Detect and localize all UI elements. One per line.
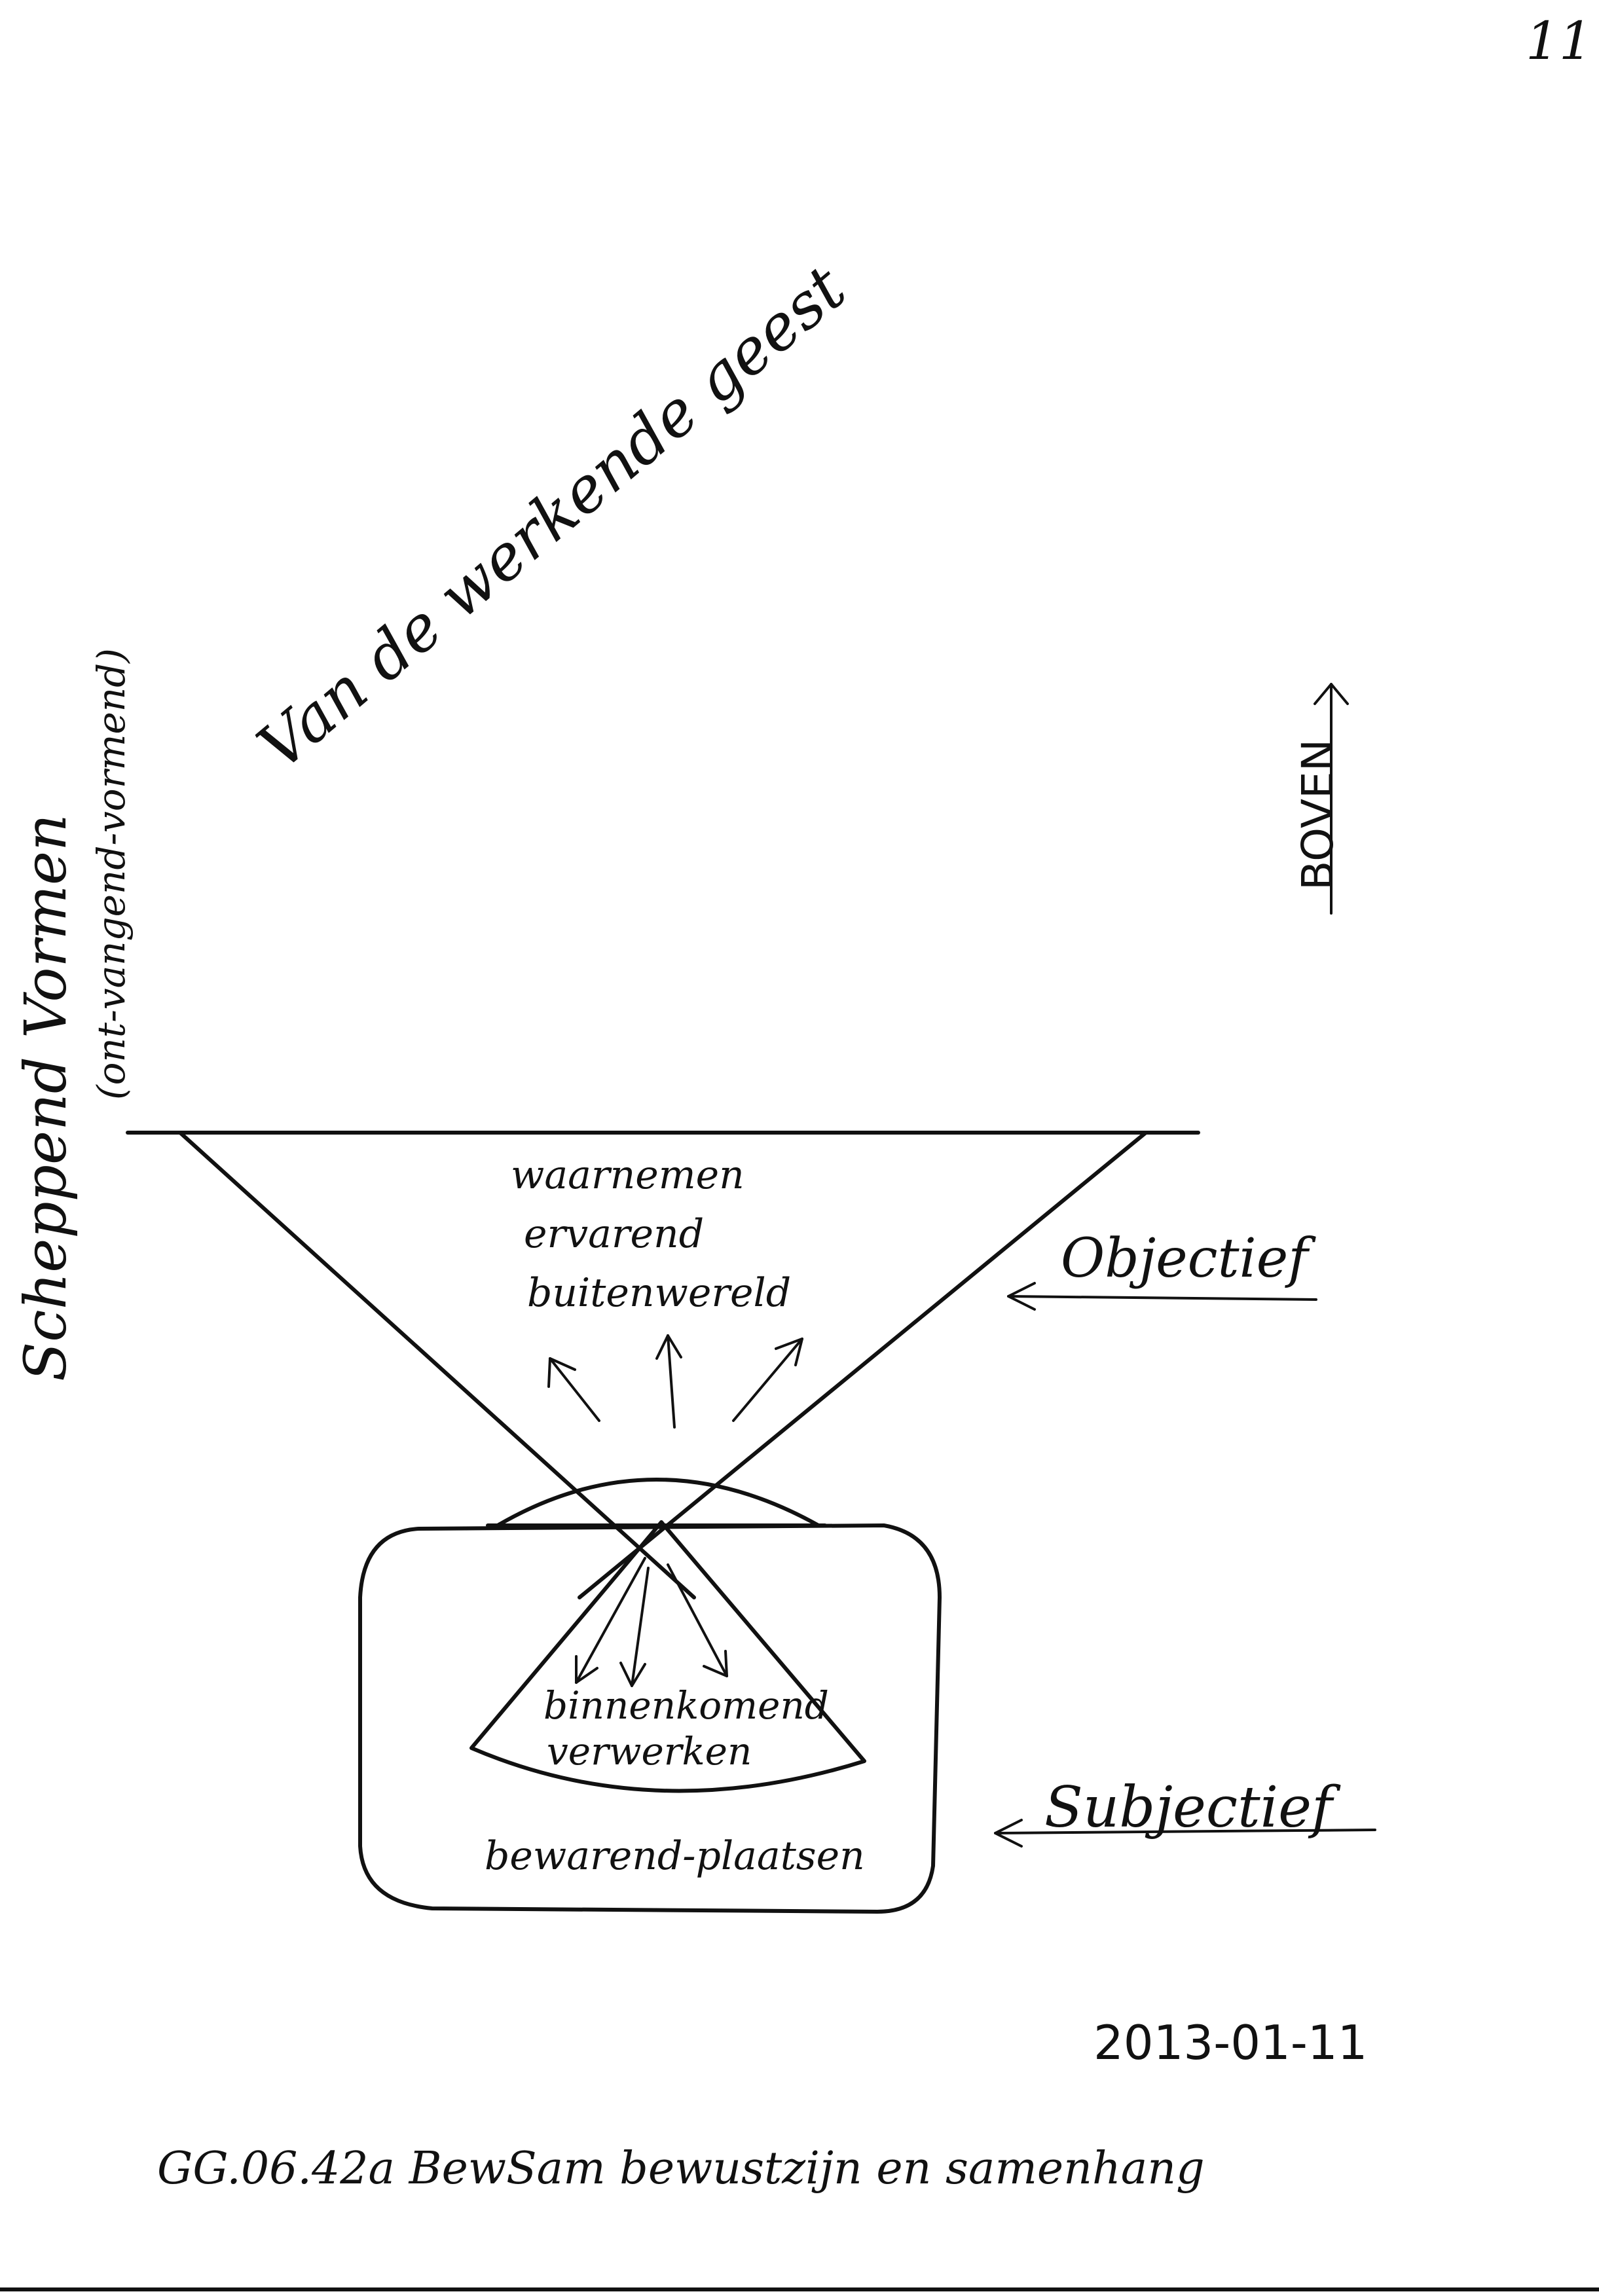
triangle-text-experiencing: ervarend [524, 1211, 704, 1257]
inner-sector [469, 1520, 866, 1793]
box-text-preserving: bewarend-plaatsen [485, 1833, 865, 1879]
date: 2013-01-11 [1094, 2015, 1367, 2070]
sector-text-processing: verwerken [547, 1729, 752, 1774]
direction-indicator: BOVEN [1293, 683, 1349, 915]
outward-arrows [547, 1334, 803, 1429]
objective-label: Objectief [1061, 1228, 1316, 1290]
dome-arc [496, 1478, 820, 1527]
left-label-line1: Scheppend Vormen [12, 814, 79, 1381]
direction-label: BOVEN [1293, 739, 1343, 890]
subjective-indicator: Subjectief [994, 1775, 1376, 1848]
subjective-rounded-box [358, 1523, 942, 1914]
footer-text: GG.06.42a BewSam bewustzijn en samenhang [157, 2143, 1205, 2195]
triangle-text-perceiving: waarnemen [511, 1152, 744, 1198]
inward-arrows [575, 1557, 728, 1687]
sector-text-incoming: binnenkomend [543, 1683, 829, 1728]
left-label-line2: (ont-vangend-vormend) [89, 648, 134, 1100]
triangle-right-edge [578, 1131, 1148, 1599]
objective-indicator: Objectief [1007, 1228, 1317, 1311]
triangle-left-edge [178, 1131, 696, 1599]
direction-arrow-head [1314, 683, 1349, 705]
page-number: 11 [1526, 10, 1592, 71]
diagram-title: Van de werkende geest [244, 251, 860, 784]
triangle-text-outer-world: buitenwereld [527, 1270, 791, 1316]
